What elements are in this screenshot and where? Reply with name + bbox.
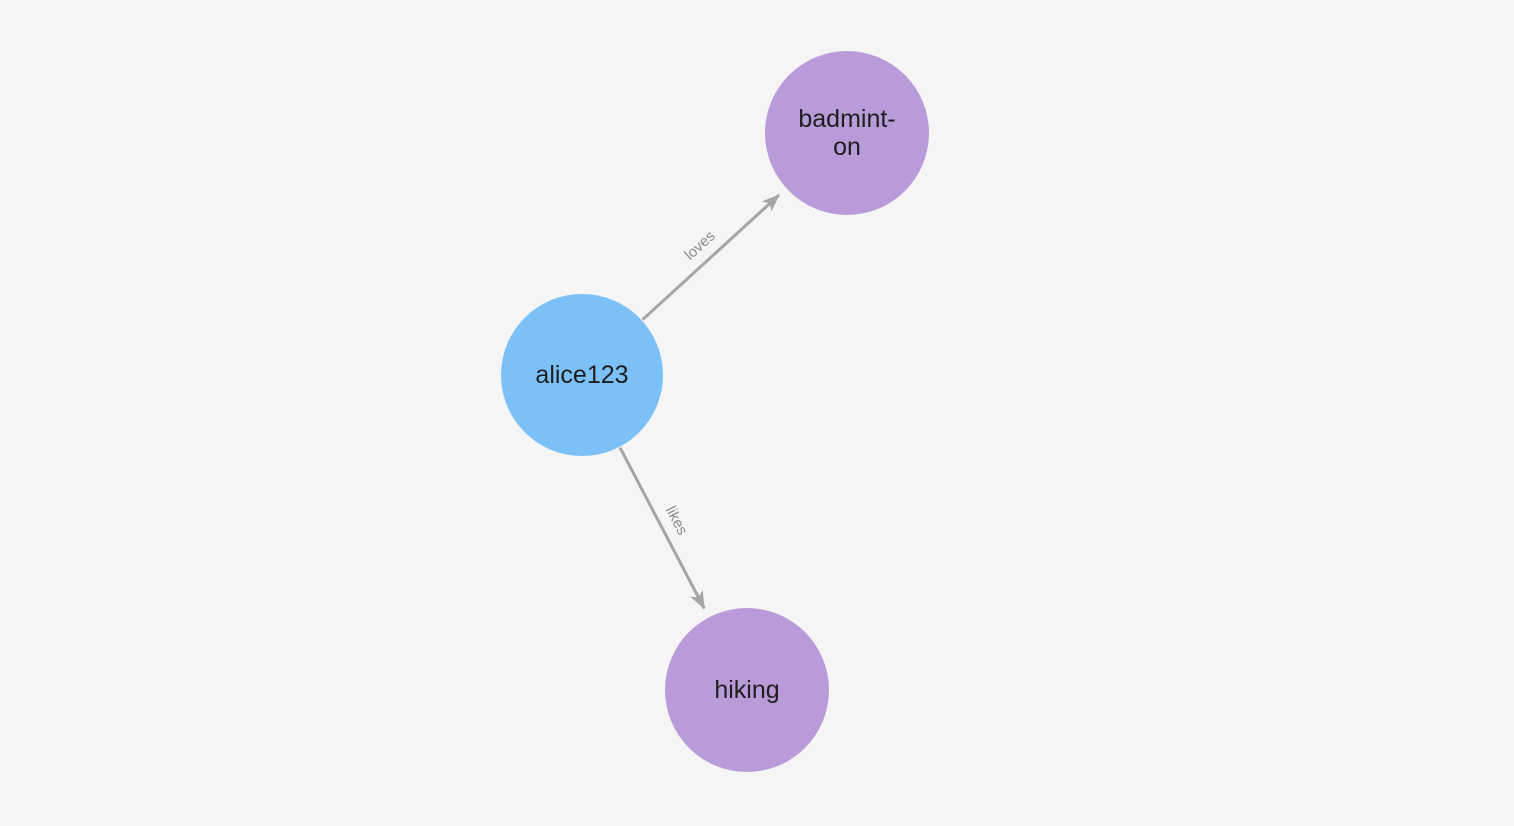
graph-node-badminton[interactable]: badmint-on [765, 51, 929, 215]
node-circle [501, 294, 663, 456]
graph-node-hiking[interactable]: hiking [665, 608, 829, 772]
edge-line [618, 446, 706, 610]
node-circle [765, 51, 929, 215]
node-circle [665, 608, 829, 772]
graph-node-alice123[interactable]: alice123 [501, 294, 663, 456]
edge-line [641, 193, 781, 321]
